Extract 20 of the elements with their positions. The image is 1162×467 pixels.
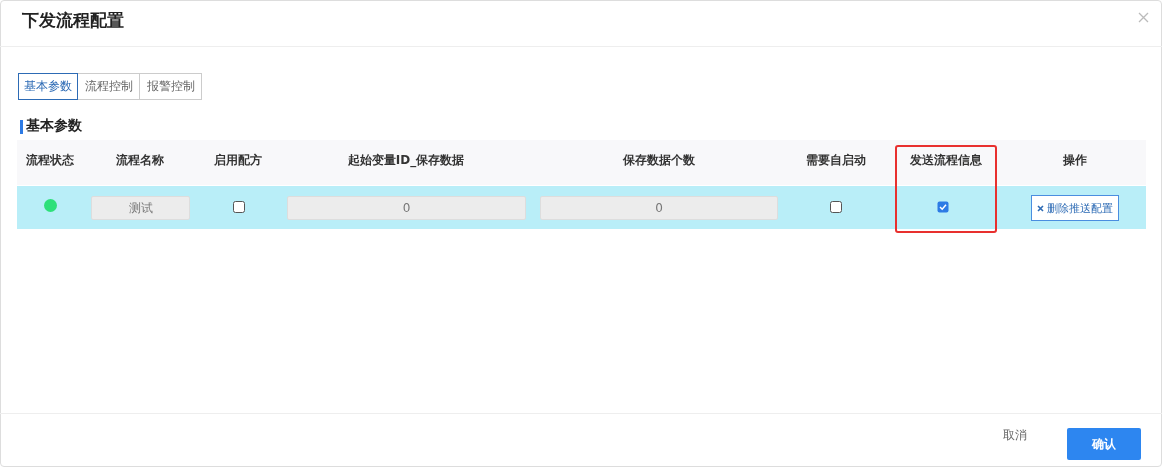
section-heading: 基本参数 bbox=[26, 116, 83, 135]
tab: 报警控制 bbox=[140, 73, 202, 100]
column-header: 保存数据个数 bbox=[622, 151, 696, 169]
dialog-title: 下发流程配置 bbox=[22, 9, 124, 32]
cancel-button: 取消 bbox=[985, 425, 1045, 445]
number-field: 0 bbox=[287, 196, 526, 220]
confirm-button: 确认 bbox=[1067, 428, 1141, 460]
column-header: 需要自启动 bbox=[805, 151, 867, 169]
tab: 流程控制 bbox=[78, 73, 140, 100]
number-field: 0 bbox=[540, 196, 778, 220]
name-field: 测试 bbox=[91, 196, 190, 220]
delete-button: 删除推送配置 bbox=[1031, 195, 1119, 221]
column-header: 操作 bbox=[1062, 151, 1088, 169]
column-header: 流程名称 bbox=[115, 151, 165, 169]
column-header: 流程状态 bbox=[25, 151, 75, 169]
column-header: 发送流程信息 bbox=[909, 151, 983, 169]
highlight-frame bbox=[895, 145, 997, 233]
column-header: 起始变量ID_保存数据 bbox=[346, 151, 466, 170]
active-tab: 基本参数 bbox=[18, 73, 78, 100]
column-header: 启用配方 bbox=[213, 151, 263, 169]
